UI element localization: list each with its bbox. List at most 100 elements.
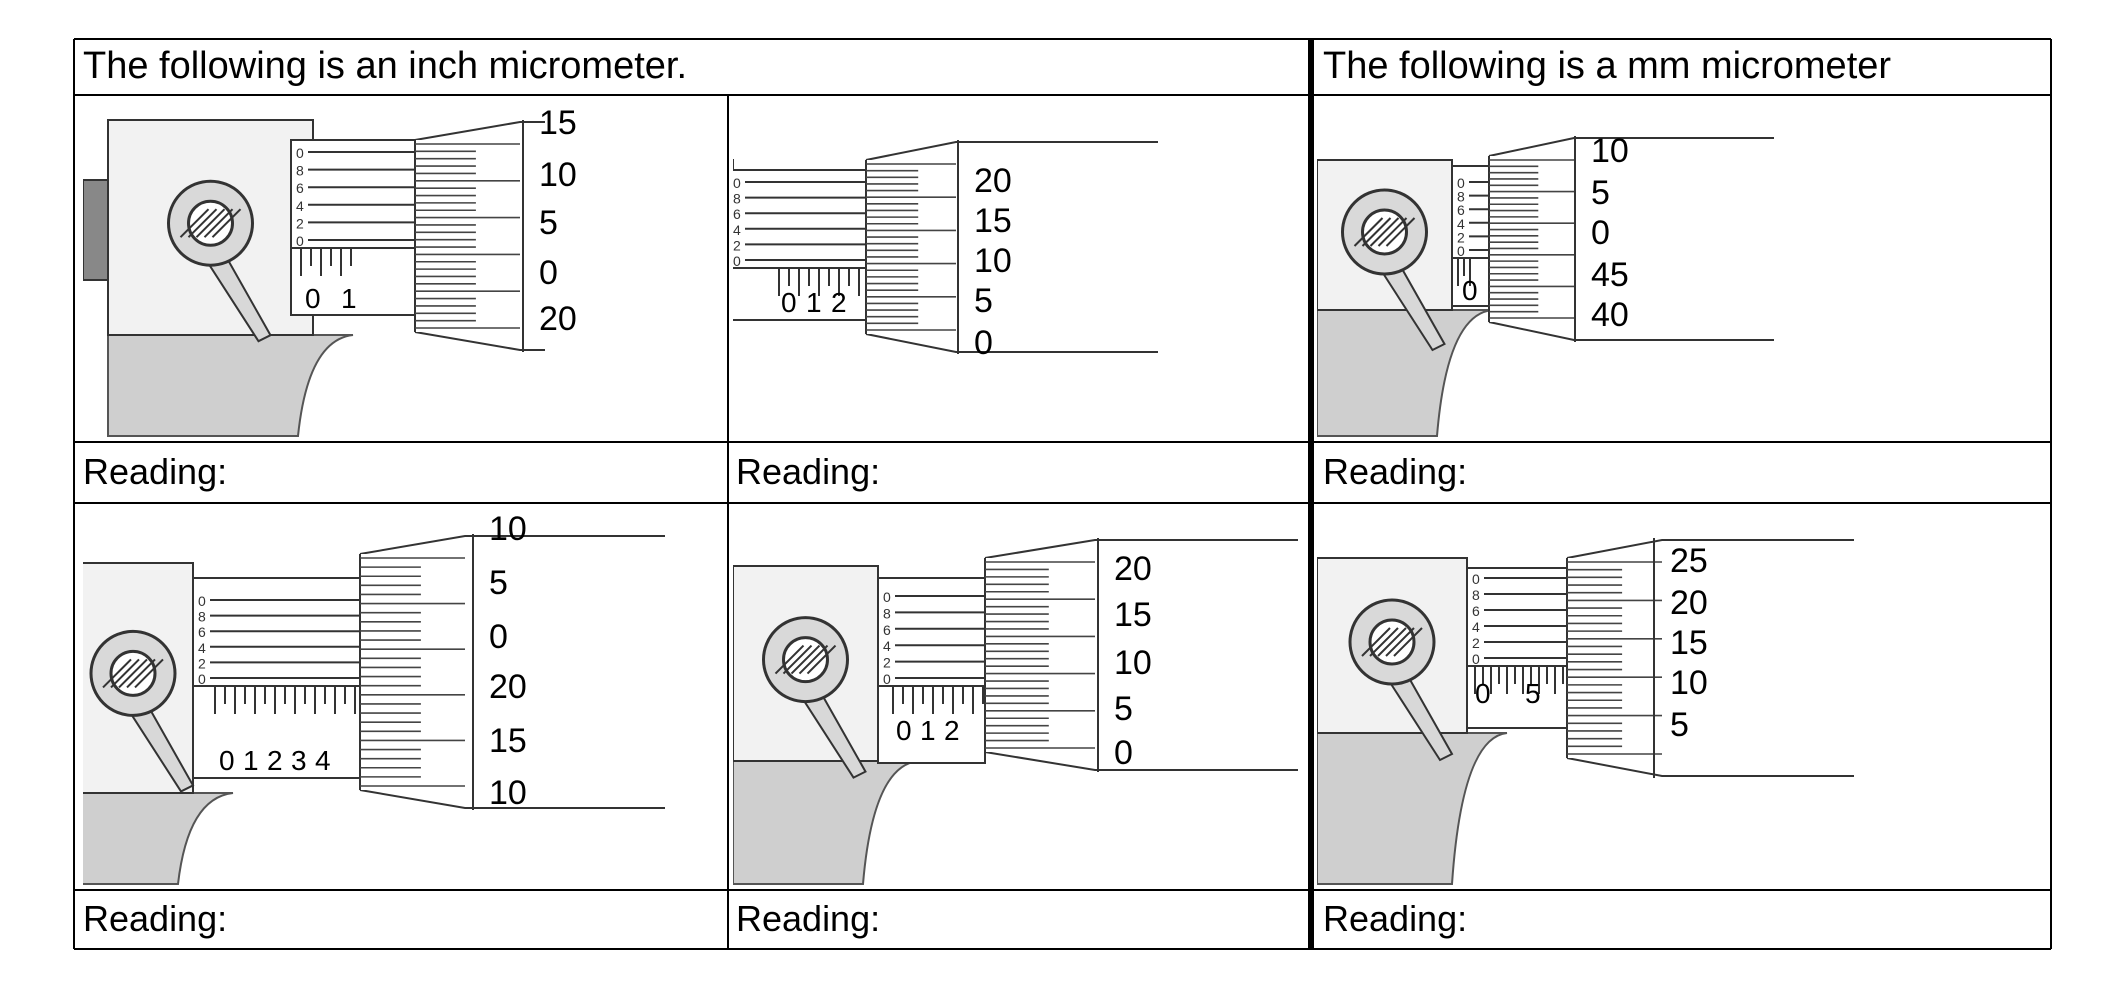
vernier-number: 8 xyxy=(733,191,741,207)
micrometer-worksheet-table: The following is an inch micrometer. The… xyxy=(73,38,2052,950)
sleeve-number: 0 xyxy=(781,287,799,318)
vernier-number: 2 xyxy=(1457,229,1465,245)
screw-hatch xyxy=(1369,217,1400,247)
screw-hatch xyxy=(1361,217,1392,247)
reading-label: Reading: xyxy=(736,898,881,939)
vernier-number: 8 xyxy=(198,609,206,625)
thimble-outline xyxy=(359,535,665,809)
thimble-number: 5 xyxy=(1591,174,1610,212)
thimble-number: 40 xyxy=(1591,296,1629,334)
thimble-number: 20 xyxy=(1670,584,1708,622)
screw-hatch xyxy=(798,644,829,675)
thimble-number: 5 xyxy=(1114,690,1133,728)
vernier-number: 0 xyxy=(296,145,304,161)
sleeve-number: 5 xyxy=(1525,678,1543,709)
sleeve-number: 1 xyxy=(806,287,824,318)
vernier-number: 2 xyxy=(883,655,891,671)
sleeve-number: 3 xyxy=(291,745,309,776)
thimble-face xyxy=(360,554,418,790)
thimble-number: 15 xyxy=(539,104,577,142)
reading-label: Reading: xyxy=(1323,898,1468,939)
sleeve-number: 2 xyxy=(944,715,962,746)
screw-hatch xyxy=(179,208,210,238)
vernier-number: 2 xyxy=(733,237,741,253)
thimble-number: 0 xyxy=(539,254,558,292)
screw-hatch xyxy=(1393,627,1423,657)
vernier-number: 4 xyxy=(198,640,206,656)
thimble-outline xyxy=(984,539,1298,771)
vernier-number: 8 xyxy=(1457,189,1465,205)
sleeve-number: 1 xyxy=(341,283,359,314)
screw-hatch xyxy=(1353,217,1384,247)
thimble-number: 5 xyxy=(489,564,508,602)
vernier-number: 0 xyxy=(883,671,891,687)
sleeve-number: 0 xyxy=(1462,275,1480,306)
screw-hatch xyxy=(187,208,218,238)
screw-hatch xyxy=(1369,627,1399,657)
thimble-number: 0 xyxy=(1114,734,1133,772)
vernier-number: 0 xyxy=(1457,243,1465,259)
frame-body xyxy=(107,334,354,437)
thimble-number: 10 xyxy=(974,242,1012,280)
vernier-number: 4 xyxy=(1472,619,1480,635)
thimble-face xyxy=(866,160,916,334)
thimble-number: 15 xyxy=(1114,596,1152,634)
thimble-number: 15 xyxy=(974,202,1012,240)
thimble-face xyxy=(1489,156,1536,322)
vernier-number: 0 xyxy=(733,175,741,191)
screw-hatch xyxy=(195,208,226,238)
thimble-number: 45 xyxy=(1591,256,1629,294)
screw-hatch xyxy=(1385,627,1415,657)
vernier-number: 6 xyxy=(733,206,741,222)
screw-hatch xyxy=(126,658,156,689)
thimble-number: 0 xyxy=(489,618,508,656)
vernier-number: 8 xyxy=(296,163,304,179)
reading-label: Reading: xyxy=(83,451,228,492)
vernier-number: 6 xyxy=(1472,603,1480,619)
screw-hatch xyxy=(134,658,164,689)
vernier-number: 6 xyxy=(198,624,206,640)
thimble-number: 10 xyxy=(489,774,527,812)
sleeve-number: 1 xyxy=(243,745,261,776)
vernier-number: 0 xyxy=(883,589,891,605)
vernier-number: 0 xyxy=(733,253,741,269)
sleeve-number: 0 xyxy=(219,745,237,776)
thimble-number: 20 xyxy=(974,162,1012,200)
screw-hatch xyxy=(110,658,140,689)
reading-label: Reading: xyxy=(736,451,881,492)
vernier-number: 4 xyxy=(1457,216,1465,232)
vernier-number: 4 xyxy=(733,222,741,238)
screw-hatch xyxy=(782,644,813,675)
vernier-number: 2 xyxy=(1472,635,1480,651)
frame-body xyxy=(83,792,234,885)
vernier-number: 4 xyxy=(296,198,304,214)
table-grid xyxy=(73,38,2052,950)
thimble-outline xyxy=(414,121,545,351)
screw-hatch xyxy=(1377,217,1408,247)
vernier-number: 6 xyxy=(883,622,891,638)
vernier-number: 2 xyxy=(198,655,206,671)
vernier-number: 8 xyxy=(1472,587,1480,603)
thimble-number: 10 xyxy=(1114,644,1152,682)
vernier-number: 0 xyxy=(1457,175,1465,191)
thimble-outline xyxy=(1566,539,1854,777)
thimble-number: 25 xyxy=(1670,542,1708,580)
thimble-number: 0 xyxy=(974,324,993,362)
thimble-number: 20 xyxy=(539,300,577,338)
vernier-number: 8 xyxy=(883,605,891,621)
thimble-number: 5 xyxy=(1670,706,1689,744)
screw-hatch xyxy=(118,658,148,689)
vernier-number: 6 xyxy=(1457,202,1465,218)
screw-hatch xyxy=(211,208,242,238)
thimble-outline xyxy=(865,141,1158,353)
thimble-number: 5 xyxy=(974,282,993,320)
frame-body xyxy=(1317,309,1493,437)
vernier-number: 2 xyxy=(296,215,304,231)
sleeve-number: 0 xyxy=(896,715,914,746)
thimble-number: 15 xyxy=(1670,624,1708,662)
thimble-number: 10 xyxy=(489,510,527,548)
screw-hatch xyxy=(774,644,805,675)
